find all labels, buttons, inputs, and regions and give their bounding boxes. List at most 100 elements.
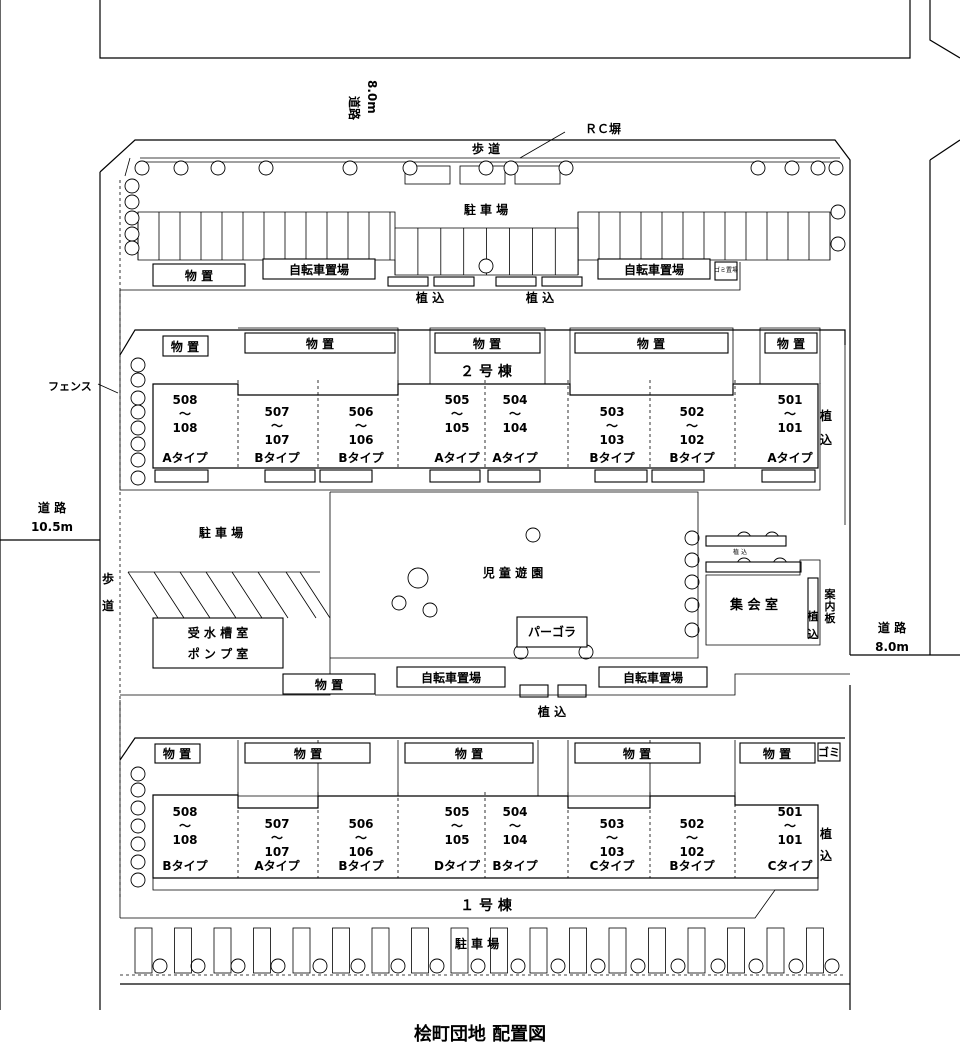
b1-unit-top: 505 (444, 805, 469, 819)
tree-icon (130, 836, 146, 852)
tree-icon (478, 160, 494, 176)
water-tank-room (152, 617, 284, 669)
tree-icon (407, 567, 429, 589)
b1-unit-type: Dタイプ (434, 858, 481, 873)
fence-label: フェンス (48, 380, 92, 393)
tree-icon (810, 160, 826, 176)
b2-step-2 (264, 469, 316, 483)
b2-step-6 (594, 469, 648, 483)
b1-storage-1-label: 物 置 (163, 746, 191, 761)
parking-stall (687, 927, 706, 974)
b1-unit-type: Cタイプ (590, 858, 636, 873)
parking-stall (529, 927, 548, 974)
north-sidewalk: 歩 道 ＲＣ塀 (140, 121, 840, 163)
slanted-stall-line (285, 571, 317, 619)
b2-unit-top: 506 (348, 405, 373, 419)
parking-stall (806, 927, 824, 974)
tree-icon (422, 602, 438, 618)
tree-icon (124, 194, 140, 210)
slanted-stall-line (257, 571, 289, 619)
parking-stall (648, 927, 666, 974)
rc-wall-label: ＲＣ塀 (585, 121, 621, 136)
tree-icon (173, 160, 189, 176)
b1-unit-bottom: 103 (599, 845, 624, 859)
b2-unit-bottom: 102 (679, 433, 704, 447)
b2-unit-top: 503 (599, 405, 624, 419)
tree-icon (130, 357, 146, 373)
b1-unit-type: Cタイプ (768, 858, 814, 873)
bicycle-parking-middle-east (598, 666, 708, 688)
parking-stall (134, 927, 153, 974)
b2-unit-top: 501 (777, 393, 802, 407)
tree-icon (710, 958, 726, 974)
bicycle-north-west-label: 自転車置場 (289, 262, 349, 277)
road-east-label: 道 路 (878, 620, 907, 635)
b2-unit-tilde: ～ (355, 419, 367, 433)
bicycle-parking-middle-west (396, 666, 506, 688)
b2-storage-3-label: 物 置 (473, 336, 501, 351)
b1-unit-bottom: 108 (172, 833, 197, 847)
b1-unit-type: Aタイプ (254, 858, 300, 873)
b2-unit-tilde: ～ (606, 419, 618, 433)
tree-icon (312, 958, 328, 974)
b2-unit-top: 507 (264, 405, 289, 419)
garbage-north (714, 261, 738, 281)
b1-unit-top: 506 (348, 817, 373, 831)
tree-icon (684, 574, 700, 590)
planter-e1 (705, 535, 787, 547)
tree-icon (391, 595, 407, 611)
b2-unit-type: Bタイプ (254, 450, 300, 465)
tree-icon (830, 236, 846, 252)
b1-unit-type: Bタイプ (338, 858, 384, 873)
bicycle-north-east-label: 自転車置場 (624, 262, 684, 277)
tree-icon (230, 958, 246, 974)
bicycle-middle-east-label: 自転車置場 (623, 670, 683, 685)
b1-unit-tilde: ～ (686, 831, 698, 845)
tree-icon (670, 958, 686, 974)
playground-label: 児 童 遊 園 (482, 565, 544, 580)
rc-wall-planter-3 (514, 165, 561, 185)
b2-storage-4-label: 物 置 (637, 336, 665, 351)
tree-icon (684, 622, 700, 638)
b2-unit-top: 502 (679, 405, 704, 419)
b2-unit-type: Aタイプ (767, 450, 813, 465)
parking-stall (490, 927, 508, 974)
tree-icon (748, 958, 764, 974)
b2-unit-type: Aタイプ (434, 450, 480, 465)
storage-north-label: 物 置 (185, 268, 213, 283)
parking-stall (292, 927, 311, 974)
slanted-stall-line (205, 571, 237, 619)
signboard-1: 案 (824, 587, 837, 601)
parking-west-label: 駐 車 場 (199, 525, 243, 540)
planting-north-2: 植 込 (525, 290, 554, 305)
tree-icon (190, 958, 206, 974)
b1-unit-top: 508 (172, 805, 197, 819)
b1-storage-2-label: 物 置 (294, 746, 322, 761)
tree-icon (342, 160, 358, 176)
tree-icon (470, 958, 486, 974)
b1-storage-5 (739, 742, 816, 764)
tree-icon (130, 420, 146, 436)
pergola-label: パーゴラ (528, 624, 576, 639)
b1-storage-3-label: 物 置 (455, 746, 483, 761)
road-north-width: 8.0m (365, 80, 379, 114)
tree-icon (258, 160, 274, 176)
bicycle-parking-north-east (597, 258, 711, 280)
b2-step-1 (154, 469, 209, 483)
slanted-stall-line (231, 571, 263, 619)
b1-planting-2: 込 (820, 848, 832, 863)
b1-unit-bottom: 102 (679, 845, 704, 859)
south-parking: 駐 車 場 (120, 927, 845, 976)
garbage-label: ゴミ (818, 745, 840, 759)
tree-icon (788, 958, 804, 974)
road-east-width: 8.0m (875, 640, 909, 654)
tree-icon (684, 552, 700, 568)
planter-n4 (541, 276, 583, 287)
tree-icon (750, 160, 766, 176)
parking-north-label: 駐 車 場 (464, 202, 508, 217)
b2-step-5 (487, 469, 541, 483)
b2-unit-tilde: ～ (784, 407, 796, 421)
b2-unit-bottom: 103 (599, 433, 624, 447)
planter-m2 (557, 684, 587, 698)
